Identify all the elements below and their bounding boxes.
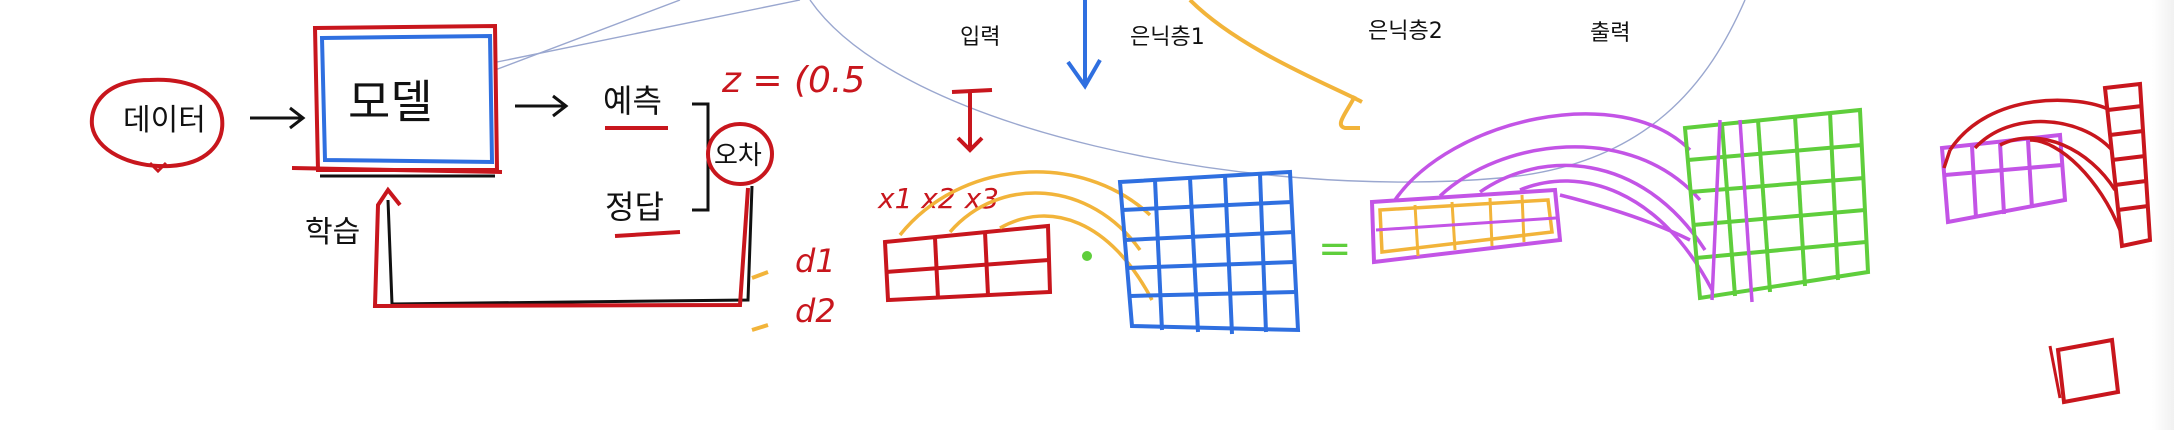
d2-label: d2 [795,292,836,330]
x-inputs-label: x1 x2 x3 [877,182,999,215]
data-node: 데이터 [89,77,225,174]
equals-sign: = [1318,226,1352,272]
error-node: 오차 [706,122,774,186]
input-layer-label: 입력 [960,25,1000,50]
prediction-label: 예측 [603,82,662,120]
input-matrix [882,223,1053,303]
single-output-box [2055,337,2121,405]
hidden-layer-2-label: 은닉층2 [1368,19,1443,44]
hidden-layer-1-vector [1369,187,1563,265]
weight-matrix-1 [1117,169,1301,335]
hidden1-to-weight2-arcs [1393,112,1714,291]
zoom-guide-lines [494,0,1746,183]
d1-label: d1 [795,242,836,280]
output-layer-label: 출력 [1590,21,1630,46]
error-label: 오차 [714,141,762,171]
model-node: 모델 [291,23,503,178]
arrow-model-to-outputs [515,94,569,118]
answer-label: 정답 [605,188,664,226]
weight-matrix-2-arcs [1559,119,1754,303]
learning-feedback-loop [372,185,754,309]
z-formula: z = (0.5 [721,60,865,101]
output-vector [2102,81,2153,249]
d-markers [751,270,769,332]
answer-underline [614,230,681,238]
page-edge-shadow [2152,0,2174,430]
blue-down-arrow [1066,0,1102,90]
model-label: 모델 [348,75,433,129]
yellow-curve-arrow [1188,0,1363,130]
weight-matrix-2 [1682,107,1871,301]
hidden-layer-1-label: 은닉층1 [1130,25,1205,50]
single-output-box-edge [2048,345,2062,399]
arrow-data-to-model [250,106,306,130]
learning-label: 학습 [305,215,360,250]
multiply-dot [1082,251,1092,261]
comparison-bracket [692,102,710,212]
output-arcs [1942,98,2122,231]
data-label: 데이터 [123,103,206,138]
hidden-layer-2-vector [1939,132,2068,225]
input-red-arrow [951,88,993,153]
